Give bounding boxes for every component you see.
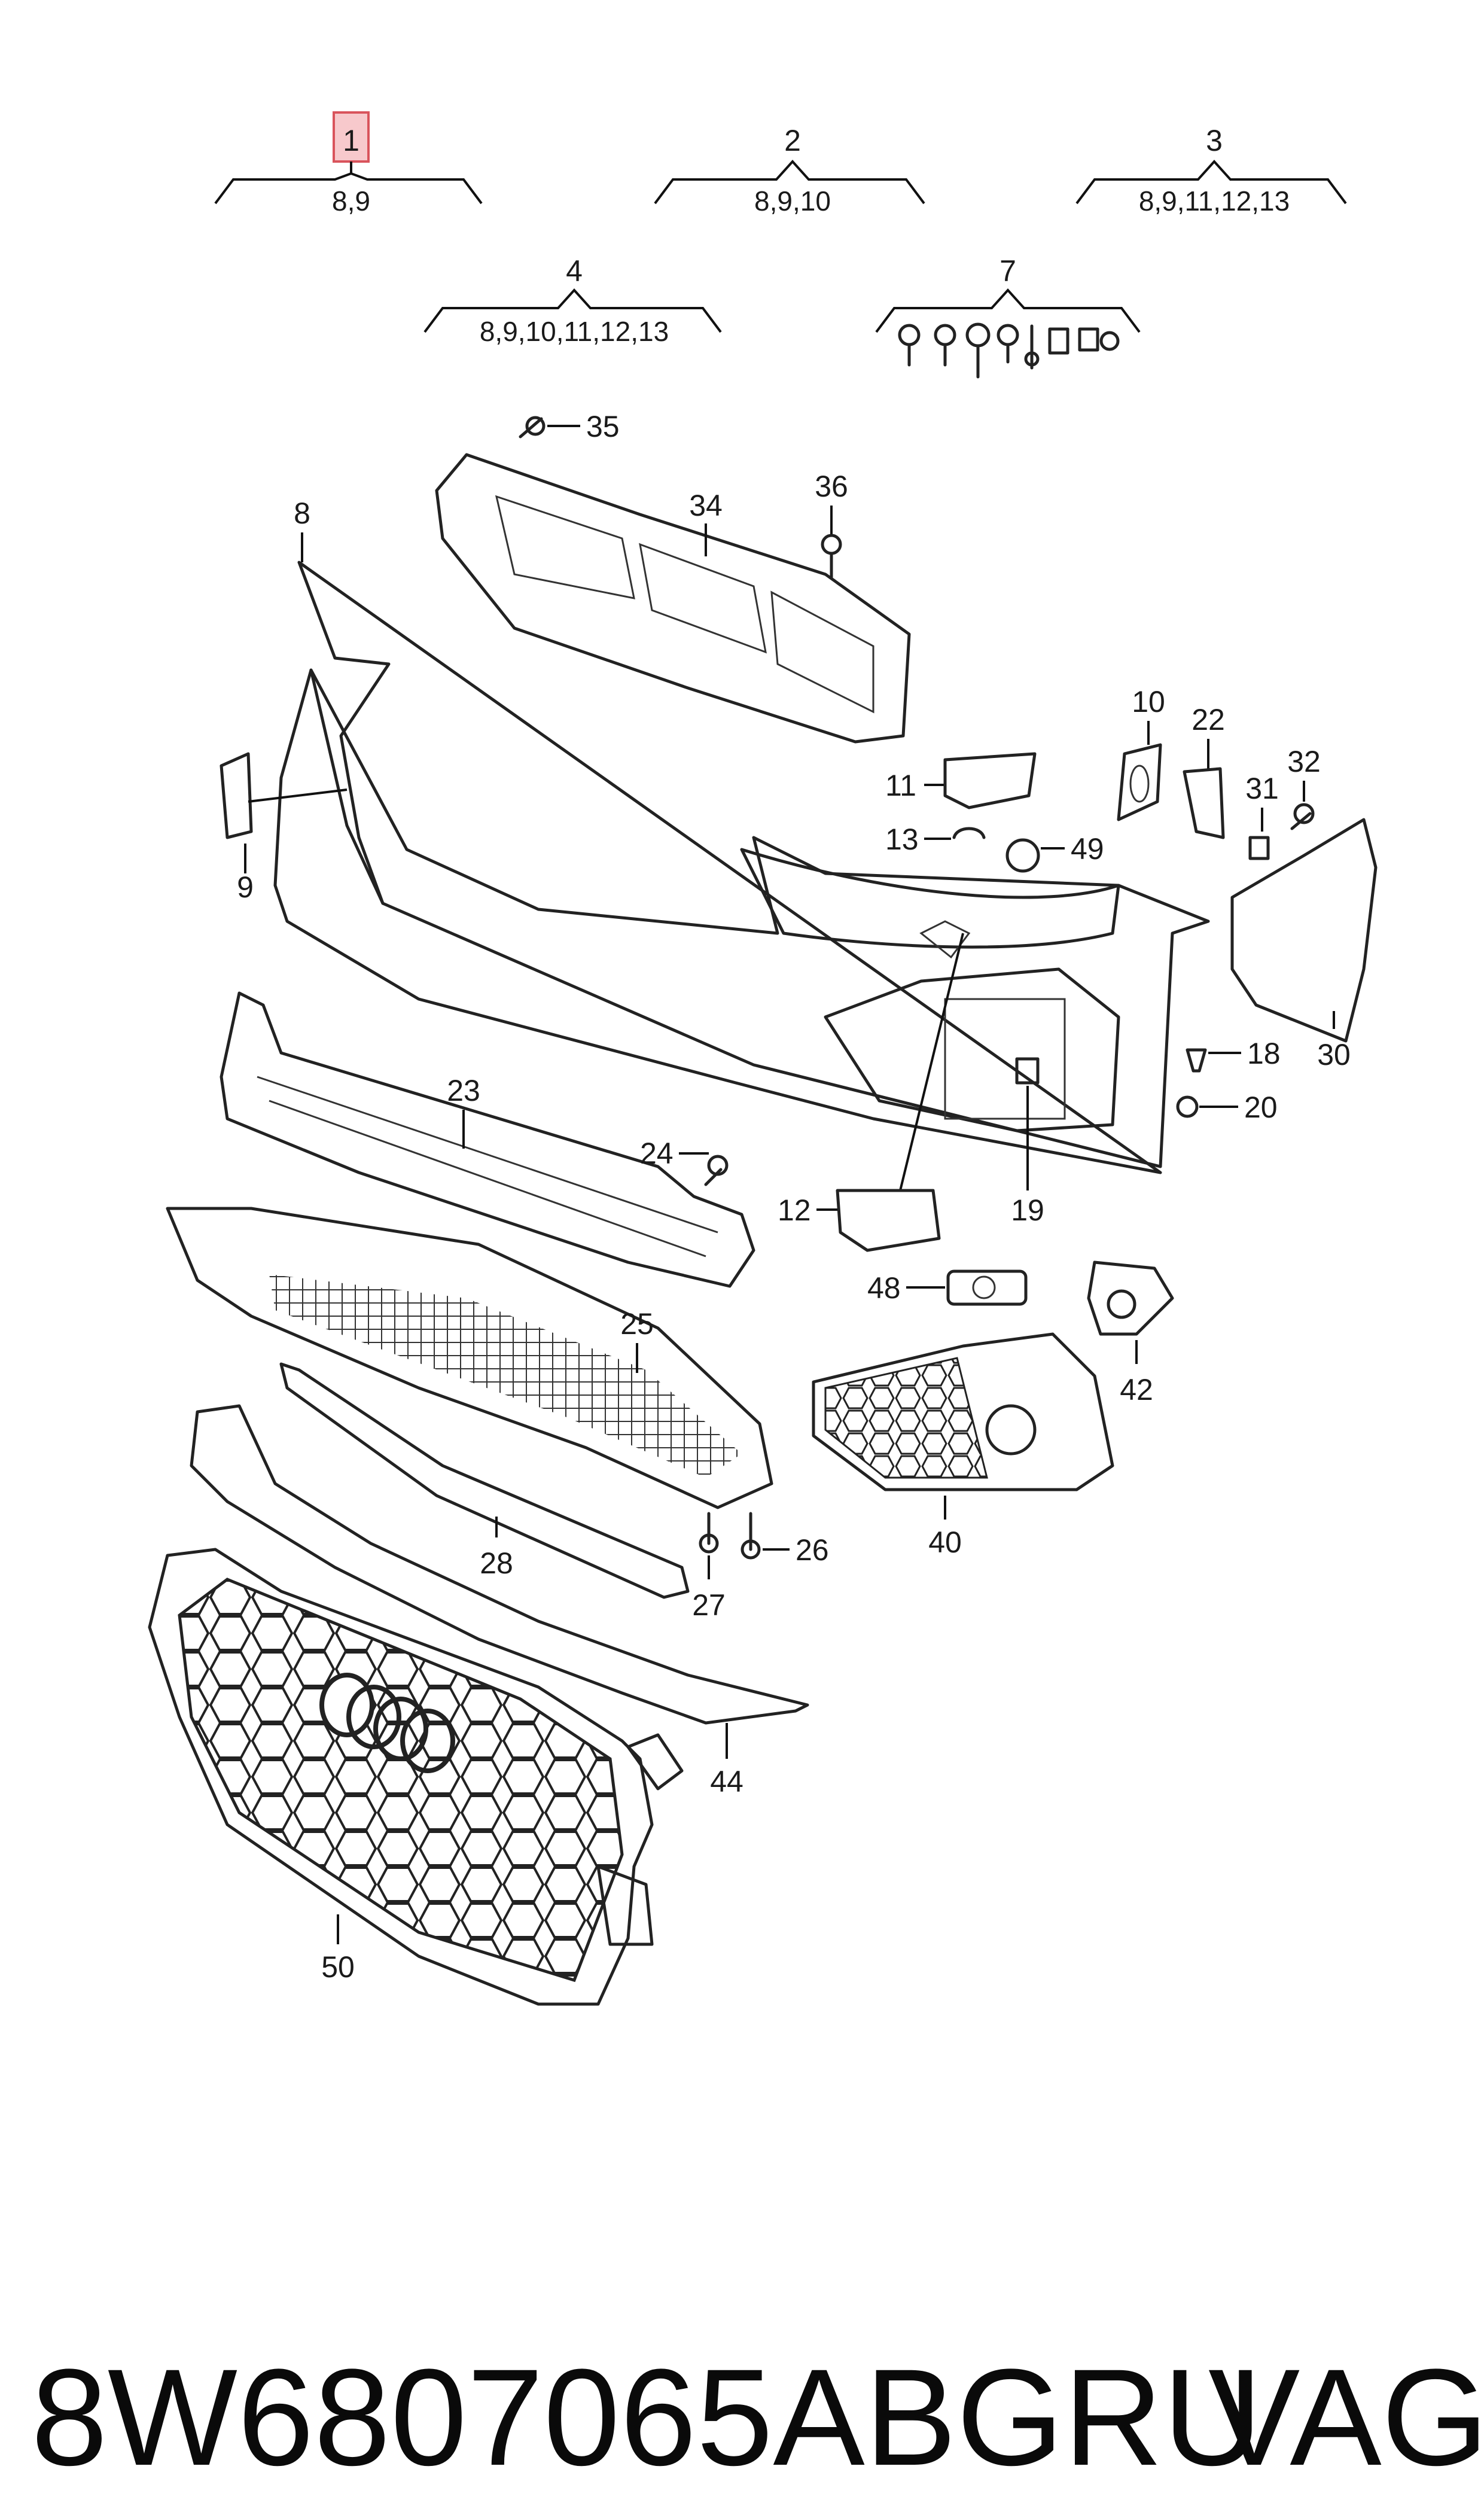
group-sub: 8,9 <box>332 185 370 217</box>
callout-42: 42 <box>1120 1373 1153 1406</box>
callout-24: 24 <box>640 1137 674 1170</box>
part-23-beam: 23 <box>220 991 755 1288</box>
header-group-2: 2 8,9,10 <box>654 124 925 217</box>
group-sub: 8,9,10 <box>754 185 831 217</box>
callout-48: 48 <box>867 1271 901 1305</box>
callout-18: 18 <box>1247 1037 1281 1070</box>
part-49-sensor: 49 <box>1005 832 1104 873</box>
part-42-bracket: 42 <box>1087 1260 1174 1406</box>
header-group-3: 3 8,9,11,12,13 <box>1075 124 1347 217</box>
group-number: 2 <box>784 124 801 157</box>
callout-26: 26 <box>796 1533 829 1567</box>
part-25-undertray: 25 <box>166 1207 773 1509</box>
part-36-screw: 36 <box>815 470 848 579</box>
part-8-bumper-cover <box>273 561 1210 1174</box>
callout-44: 44 <box>710 1765 743 1798</box>
part-50-grille: 50 <box>148 1548 684 2006</box>
header-group-7: 7 <box>875 254 1141 379</box>
callout-13: 13 <box>885 823 919 856</box>
callout-23: 23 <box>447 1074 480 1107</box>
callout-34: 34 <box>689 489 723 522</box>
callout-30: 30 <box>1317 1038 1351 1071</box>
part-22-bracket: 22 <box>1183 703 1225 839</box>
group-number: 7 <box>1000 254 1016 288</box>
part-26-screw: 26 <box>741 1512 829 1567</box>
part-32-screw: 32 <box>1287 745 1321 830</box>
part-10-cover: 10 <box>1117 685 1165 821</box>
part-48-sensor: 48 <box>867 1269 1028 1306</box>
callout-36: 36 <box>815 470 848 503</box>
callout-9: 9 <box>237 870 254 904</box>
part-27-screw: 27 <box>692 1512 726 1622</box>
callout-27: 27 <box>692 1588 726 1622</box>
part-9-bracket: 9 <box>220 752 348 904</box>
part-40-fog-grille: 40 <box>812 1332 1114 1559</box>
callout-25: 25 <box>620 1307 654 1341</box>
callout-10: 10 <box>1132 685 1165 718</box>
part-12-cap: 12 <box>778 933 964 1252</box>
part-13-clip: 13 <box>885 823 986 856</box>
callout-28: 28 <box>480 1546 513 1580</box>
part-11-cap: 11 <box>885 752 1037 809</box>
callout-20: 20 <box>1244 1091 1278 1124</box>
group-number: 3 <box>1206 124 1223 157</box>
fastener-icons <box>898 322 1120 379</box>
group-number: 1 <box>343 124 359 157</box>
part-30-bracket: 30 <box>1230 818 1378 1071</box>
callout-19: 19 <box>1011 1193 1044 1227</box>
callout-50: 50 <box>321 1950 355 1984</box>
callout-40: 40 <box>928 1526 962 1559</box>
header-group-1: 1 8,9 <box>214 111 483 217</box>
group-sub: 8,9,10,11,12,13 <box>480 316 669 347</box>
part-35-screw: 35 <box>519 410 620 443</box>
part-19-clip: 19 <box>1011 1057 1044 1227</box>
footer-part-number: 8W6807065ABGRU <box>31 2340 1262 2494</box>
part-44-strip: 44 <box>190 1404 809 1798</box>
callout-35: 35 <box>586 410 620 443</box>
part-24-screw: 24 <box>640 1137 729 1186</box>
part-20-clip: 20 <box>1176 1091 1278 1124</box>
part-34-frame <box>435 453 911 744</box>
header-group-4: 4 8,9,10,11,12,13 <box>423 254 722 347</box>
callout-8: 8 <box>294 497 310 530</box>
callout-31: 31 <box>1245 772 1279 805</box>
group-number: 4 <box>566 254 583 288</box>
part-28-strip: 28 <box>279 1362 690 1599</box>
part-18-clip: 18 <box>1186 1037 1281 1073</box>
part-31-clip: 31 <box>1245 772 1279 860</box>
callout-12: 12 <box>778 1193 811 1227</box>
footer-brand: VAG <box>1208 2340 1484 2494</box>
callout-11: 11 <box>885 769 916 802</box>
callout-49: 49 <box>1071 832 1104 866</box>
callout-22: 22 <box>1192 703 1225 736</box>
four-rings-logo <box>319 1673 455 1773</box>
callout-32: 32 <box>1287 745 1321 778</box>
group-sub: 8,9,11,12,13 <box>1139 185 1290 217</box>
